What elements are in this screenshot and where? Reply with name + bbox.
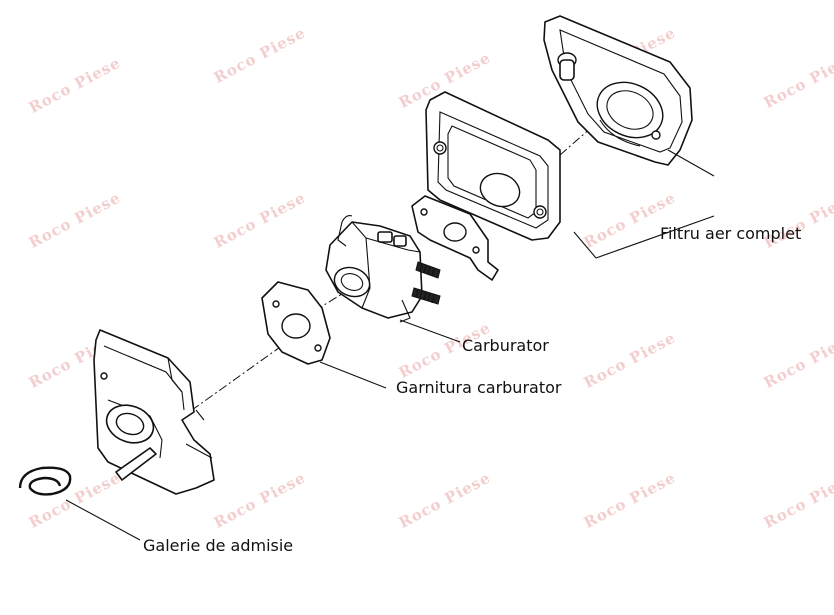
label-carburetor: Carburator (462, 336, 549, 355)
label-carburetor-gasket: Garnitura carburator (396, 378, 562, 397)
assembly-axis (149, 339, 291, 441)
leader-air-filter (573, 231, 597, 259)
intake-manifold (93, 329, 215, 495)
o-ring (18, 466, 72, 496)
leader-manifold (65, 499, 141, 541)
carburetor-gasket (261, 281, 331, 365)
label-air-filter: Filtru aer complet (660, 224, 802, 243)
leader-air-filter (595, 215, 715, 259)
assembly-axis (559, 119, 601, 156)
leader-carburetor (399, 319, 461, 343)
carburetor-body (325, 215, 441, 323)
air-filter-cover (543, 15, 693, 166)
leader-air-filter (667, 149, 715, 177)
leader-gasket (319, 361, 387, 389)
filter-gasket-bracket (411, 195, 499, 281)
air-filter-plate (425, 91, 561, 241)
label-intake-manifold: Galerie de admisie (143, 536, 294, 555)
